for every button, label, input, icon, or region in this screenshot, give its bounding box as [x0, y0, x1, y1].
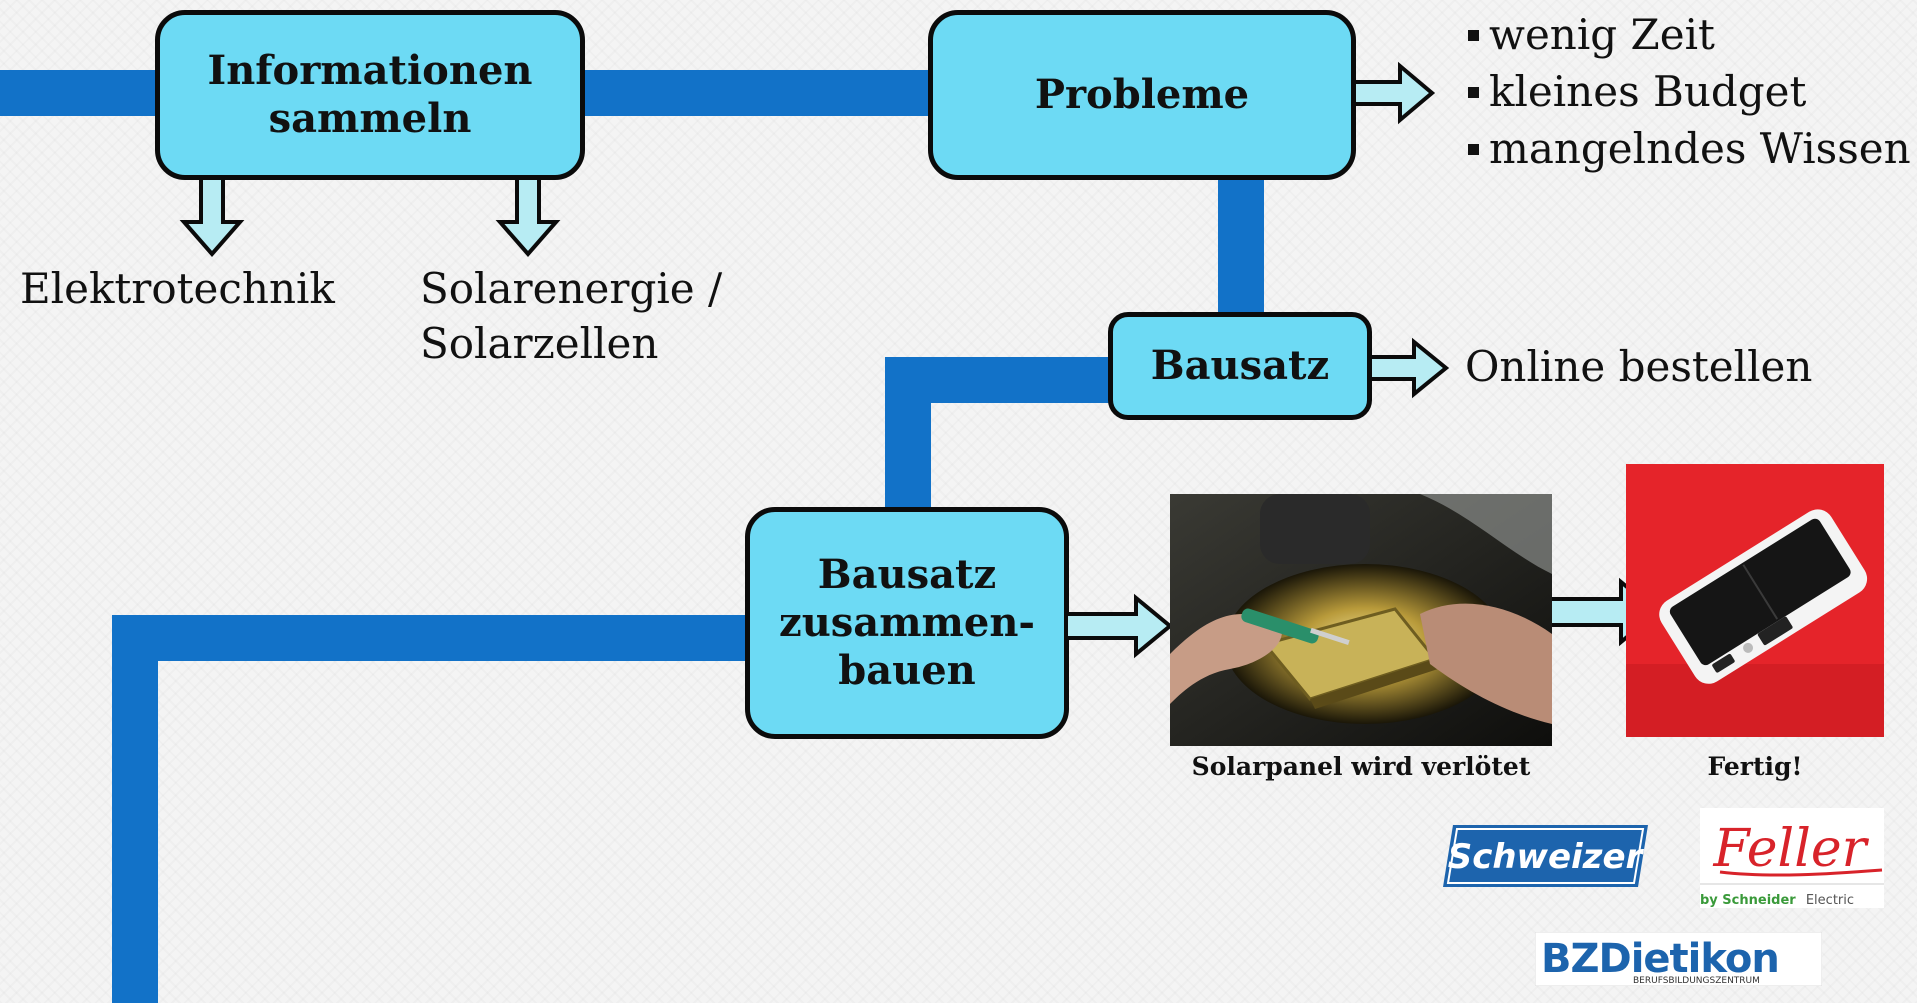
box-zusammenbauen-label: Bausatz zusammen- bauen — [778, 551, 1035, 694]
box-probleme-label: Probleme — [1034, 71, 1250, 118]
connector-probleme-bausatz — [1218, 175, 1264, 320]
connector-bausatz-vertical — [885, 357, 931, 512]
bzd-logo-subtext: BERUFSBILDUNGSZENTRUM — [1633, 976, 1760, 986]
problem-text: kleines Budget — [1489, 67, 1807, 116]
photo-finished-powerbank — [1626, 464, 1884, 737]
feller-sub-light: Electric — [1806, 893, 1854, 908]
box-bausatz-zusammenbauen[interactable]: Bausatz zusammen- bauen — [745, 507, 1069, 739]
box-informationen-label: Informationen sammeln — [207, 47, 533, 142]
photo-soldering — [1170, 494, 1552, 746]
box-probleme[interactable]: Probleme — [928, 10, 1356, 180]
box-bausatz[interactable]: Bausatz — [1108, 312, 1372, 420]
feller-logo-text: Feller — [1713, 819, 1870, 879]
list-item: kleines Budget — [1468, 63, 1911, 120]
svg-text:by Schneider Electric: by Schneider Electric — [1700, 893, 1854, 908]
feller-logo: Feller by Schneider Electric — [1700, 819, 1884, 908]
soldering-image — [1170, 494, 1552, 746]
hollow-arrow-right-icon — [1368, 337, 1450, 399]
connector-left-down — [112, 615, 158, 1003]
logo-feller: Feller by Schneider Electric — [1700, 808, 1884, 908]
bullet-square-icon — [1468, 143, 1479, 155]
list-item: mangelndes Wissen — [1468, 120, 1911, 177]
label-online-bestellen: Online bestellen — [1465, 342, 1813, 391]
feller-sub-bold: by Schneider — [1700, 893, 1796, 908]
label-elektrotechnik: Elektrotechnik — [20, 264, 335, 313]
logo-schweizer: Schweizer — [1443, 825, 1648, 887]
problems-list: wenig Zeit kleines Budget mangelndes Wis… — [1468, 6, 1911, 177]
hollow-arrow-down-icon — [179, 176, 245, 258]
hollow-arrow-down-icon — [495, 176, 561, 258]
label-solarenergie: Solarenergie / Solarzellen — [420, 264, 723, 368]
bzdietikon-logo: BZDietikon BERUFSBILDUNGSZENTRUM — [1534, 931, 1823, 987]
box-informationen-sammeln[interactable]: Informationen sammeln — [155, 10, 585, 180]
hollow-arrow-right-icon — [1352, 61, 1436, 125]
problem-text: wenig Zeit — [1489, 10, 1715, 59]
connector-zusammenbau-left — [112, 615, 752, 661]
hollow-arrow-right-icon — [1064, 593, 1174, 659]
connector-info-probleme — [580, 70, 940, 116]
bullet-square-icon — [1468, 29, 1479, 41]
powerbank-image — [1626, 464, 1884, 737]
logo-bzdietikon: BZDietikon BERUFSBILDUNGSZENTRUM — [1534, 931, 1823, 987]
schweizer-logo-text: Schweizer — [1448, 837, 1645, 877]
list-item: wenig Zeit — [1468, 6, 1911, 63]
connector-left-top — [0, 70, 160, 116]
box-bausatz-label: Bausatz — [1150, 342, 1330, 389]
problem-text: mangelndes Wissen — [1489, 124, 1911, 173]
caption-fertig: Fertig! — [1707, 752, 1803, 781]
schweizer-logo: Schweizer — [1443, 825, 1648, 887]
caption-soldering: Solarpanel wird verlötet — [1191, 752, 1531, 781]
bullet-square-icon — [1468, 86, 1479, 98]
